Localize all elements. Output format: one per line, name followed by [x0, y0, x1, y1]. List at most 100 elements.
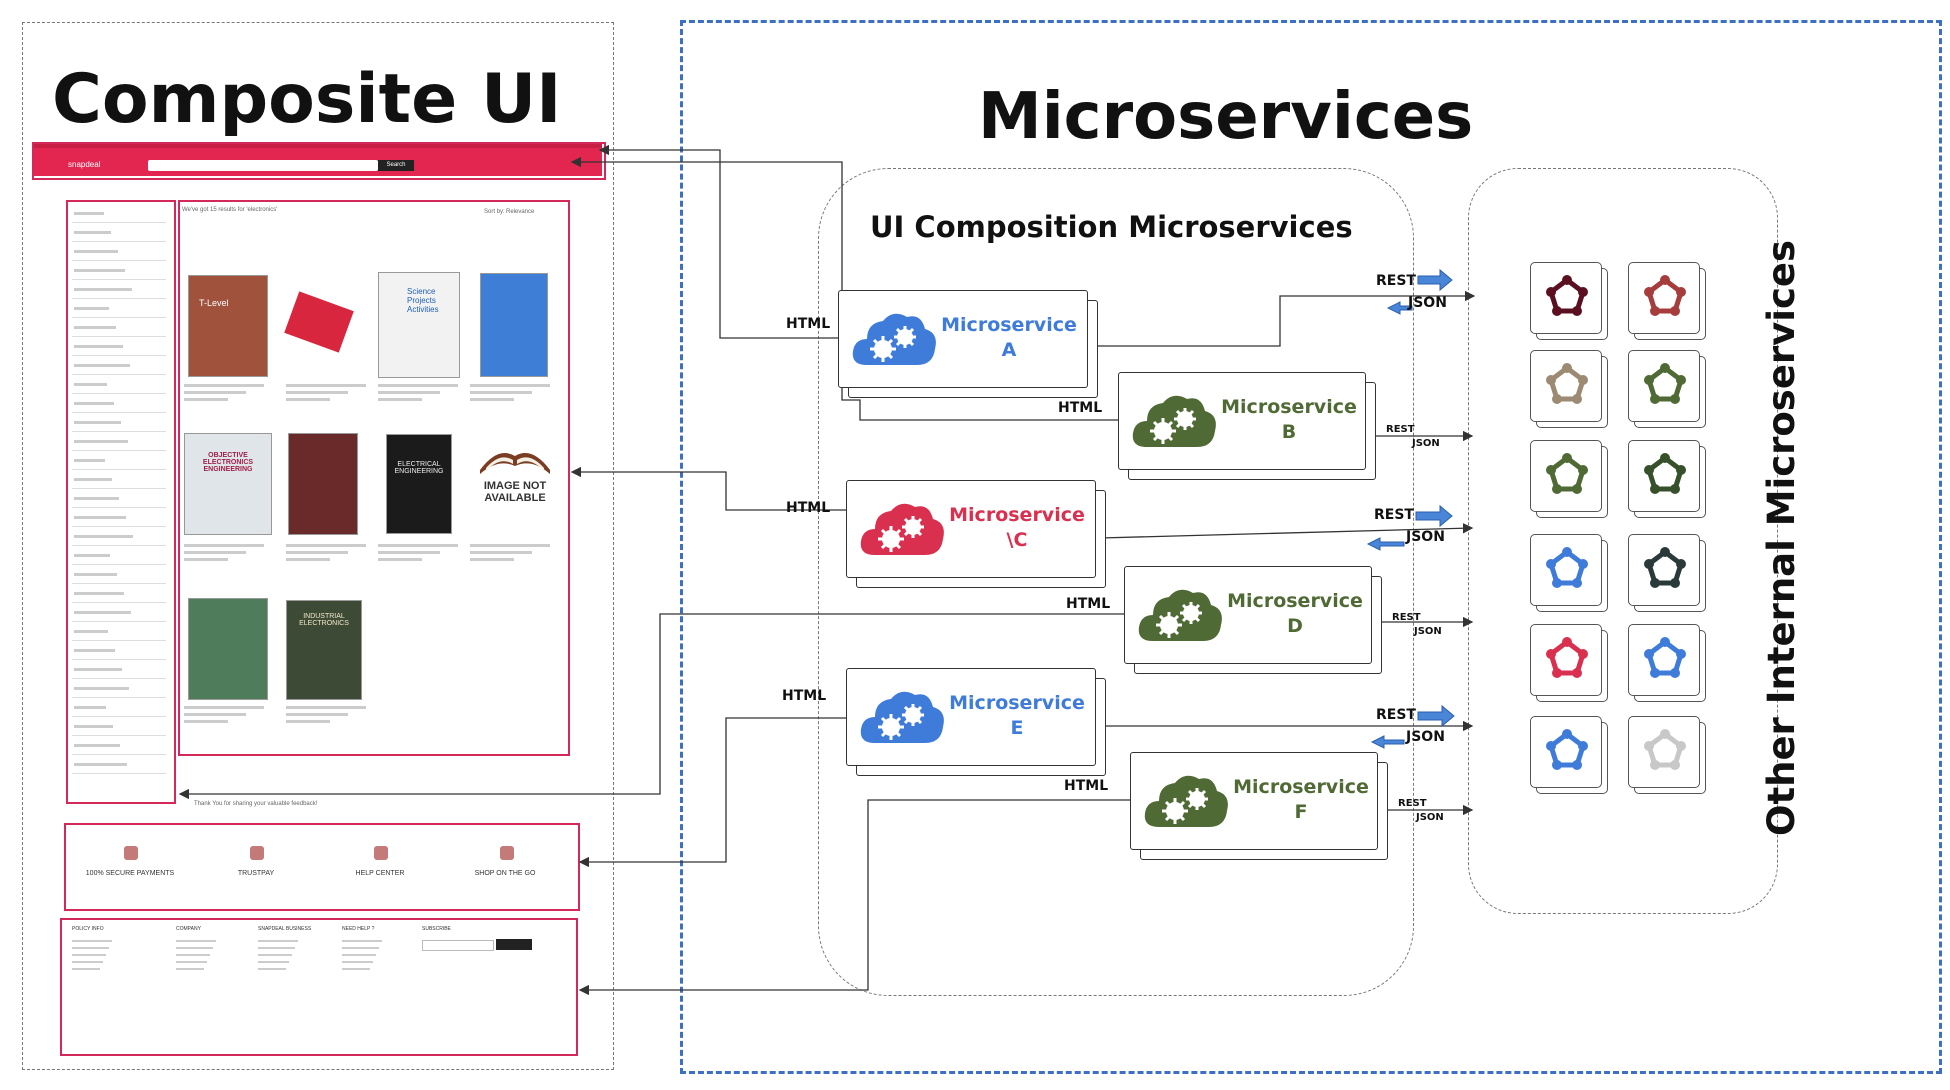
- filter-option[interactable]: [74, 535, 133, 538]
- filter-option[interactable]: [74, 706, 106, 709]
- site-search-button[interactable]: Search: [378, 160, 414, 171]
- filter-option[interactable]: [74, 231, 111, 234]
- filter-option[interactable]: [74, 250, 118, 253]
- internal-service-tile[interactable]: [1530, 624, 1602, 696]
- internal-service-tile[interactable]: [1628, 624, 1700, 696]
- filter-option[interactable]: [74, 763, 127, 766]
- footer-link[interactable]: [342, 954, 376, 956]
- filter-option[interactable]: [74, 307, 109, 310]
- filter-option[interactable]: [74, 573, 117, 576]
- filter-option[interactable]: [74, 687, 129, 690]
- footer-link[interactable]: [258, 961, 289, 963]
- book-cover[interactable]: [288, 433, 358, 535]
- internal-service-tile[interactable]: [1530, 534, 1602, 606]
- filter-option[interactable]: [74, 326, 116, 329]
- filter-option[interactable]: [74, 516, 126, 519]
- product-info-line: [286, 713, 348, 716]
- internal-service-tile[interactable]: [1628, 440, 1700, 512]
- filter-divider: [72, 241, 166, 242]
- filter-divider: [72, 735, 166, 736]
- book-cover[interactable]: OBJECTIVE ELECTRONICS ENGINEERING: [184, 433, 272, 535]
- footer-subscribe: SUBSCRIBE: [422, 926, 451, 932]
- footer-link[interactable]: [342, 940, 382, 942]
- open-book-icon: [478, 440, 552, 476]
- filter-divider: [72, 431, 166, 432]
- feedback-text: Thank You for sharing your valuable feed…: [194, 801, 318, 807]
- footer-link[interactable]: [176, 947, 213, 949]
- filter-option[interactable]: [74, 630, 108, 633]
- subscribe-button[interactable]: [496, 939, 532, 950]
- internal-service-tile[interactable]: [1530, 262, 1602, 334]
- footer-link[interactable]: [176, 940, 216, 942]
- internal-service-tile[interactable]: [1530, 350, 1602, 422]
- cloud-gears-icon: [1135, 581, 1225, 651]
- internal-service-tile[interactable]: [1628, 262, 1700, 334]
- footer-link[interactable]: [176, 954, 210, 956]
- internal-service-tile[interactable]: [1530, 716, 1602, 788]
- footer-link[interactable]: [258, 947, 295, 949]
- filter-option[interactable]: [74, 345, 123, 348]
- microservice-card[interactable]: Microservice A: [838, 290, 1088, 388]
- footer-link[interactable]: [342, 968, 370, 970]
- filter-option[interactable]: [74, 478, 112, 481]
- filter-option[interactable]: [74, 668, 122, 671]
- subscribe-input[interactable]: [422, 940, 494, 951]
- microservice-card[interactable]: Microservice D: [1124, 566, 1372, 664]
- footer-link[interactable]: [342, 947, 379, 949]
- rest-label: REST: [1392, 612, 1421, 623]
- book-cover[interactable]: Science Projects Activities: [378, 272, 460, 378]
- footer-link[interactable]: [342, 961, 373, 963]
- filter-option[interactable]: [74, 497, 119, 500]
- book-cover-title: OBJECTIVE ELECTRONICS ENGINEERING: [202, 452, 254, 473]
- product-info-line: [184, 544, 264, 547]
- filter-option[interactable]: [74, 611, 131, 614]
- filter-option[interactable]: [74, 288, 132, 291]
- footer-link[interactable]: [258, 940, 298, 942]
- footer-link[interactable]: [72, 961, 103, 963]
- filter-divider: [72, 716, 166, 717]
- json-label: JSON: [1416, 812, 1444, 823]
- book-cover[interactable]: T-Level: [188, 275, 268, 377]
- internal-service-tile[interactable]: [1628, 716, 1700, 788]
- product-info-line: [184, 391, 246, 394]
- filter-option[interactable]: [74, 440, 128, 443]
- microservice-card[interactable]: Microservice B: [1118, 372, 1366, 470]
- internal-service-tile[interactable]: [1628, 534, 1700, 606]
- microservice-card[interactable]: Microservice \C: [846, 480, 1096, 578]
- book-cover[interactable]: [480, 273, 548, 377]
- footer-link[interactable]: [72, 940, 112, 942]
- book-cover[interactable]: ELECTRICAL ENGINEERING: [386, 434, 452, 534]
- sort-value[interactable]: Relevance: [506, 209, 535, 215]
- filter-divider: [72, 374, 166, 375]
- footer-link[interactable]: [176, 968, 204, 970]
- filter-option[interactable]: [74, 364, 130, 367]
- book-cover[interactable]: INDUSTRIAL ELECTRONICS: [286, 600, 362, 700]
- json-label: JSON: [1406, 529, 1445, 545]
- filter-option[interactable]: [74, 212, 104, 215]
- footer-link[interactable]: [258, 954, 292, 956]
- internal-service-tile[interactable]: [1628, 350, 1700, 422]
- filter-option[interactable]: [74, 459, 105, 462]
- html-label: HTML: [1064, 778, 1109, 794]
- cloud-gears-icon: [857, 683, 947, 753]
- site-search-input[interactable]: [148, 160, 378, 171]
- footer-link[interactable]: [258, 968, 286, 970]
- filter-option[interactable]: [74, 592, 124, 595]
- filter-option[interactable]: [74, 383, 107, 386]
- filter-option[interactable]: [74, 725, 113, 728]
- filter-option[interactable]: [74, 554, 110, 557]
- filter-option[interactable]: [74, 744, 120, 747]
- filter-option[interactable]: [74, 269, 125, 272]
- footer-link[interactable]: [72, 968, 100, 970]
- microservice-card[interactable]: Microservice E: [846, 668, 1096, 766]
- filter-option[interactable]: [74, 421, 121, 424]
- footer-link[interactable]: [72, 954, 106, 956]
- filter-option[interactable]: [74, 402, 114, 405]
- footer-link[interactable]: [72, 947, 109, 949]
- internal-service-tile[interactable]: [1530, 440, 1602, 512]
- book-cover[interactable]: [188, 598, 268, 700]
- microservice-card[interactable]: Microservice F: [1130, 752, 1378, 850]
- pentagon-network-icon: [1545, 637, 1589, 681]
- footer-link[interactable]: [176, 961, 207, 963]
- filter-option[interactable]: [74, 649, 115, 652]
